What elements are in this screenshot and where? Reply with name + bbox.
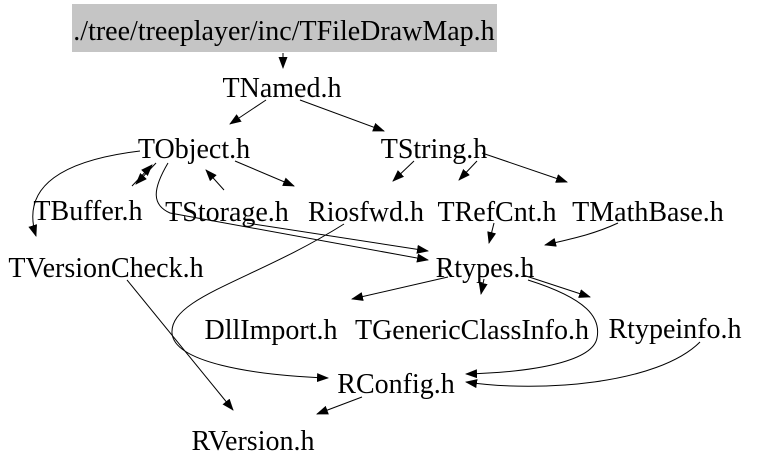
edge-TBuffer-TObject — [131, 164, 153, 187]
graph-node-TString[interactable]: TString.h — [381, 134, 488, 165]
edge-TStorage-TObject — [205, 169, 225, 191]
root-file-box — [72, 4, 497, 52]
edge-TNamed-TObject — [229, 99, 267, 125]
edge-TString-TRefCnt — [458, 160, 478, 181]
graph-node-TVersionCheck[interactable]: TVersionCheck.h — [8, 253, 203, 284]
graph-node-TRefCnt[interactable]: TRefCnt.h — [438, 197, 557, 228]
edge-TStorage-Rtypes — [246, 222, 429, 254]
edge-TObject-Riosfwd — [234, 160, 295, 187]
graph-node-TMathBase[interactable]: TMathBase.h — [572, 197, 724, 228]
graph-node-TStorage[interactable]: TStorage.h — [165, 197, 289, 228]
graph-node-Riosfwd[interactable]: Riosfwd.h — [308, 197, 424, 228]
graph-node-TObject[interactable]: TObject.h — [138, 134, 250, 165]
edges-layer — [28, 53, 701, 415]
edge-TString-Riosfwd — [392, 160, 415, 182]
edge-Rtypes-RConfig — [465, 279, 599, 379]
edge-TString-TMathBase — [481, 152, 568, 183]
edge-TObject-Rtypes — [155, 162, 429, 263]
root-file-label: ./tree/treeplayer/inc/TFileDrawMap.h — [73, 16, 494, 47]
edge-Rtypes-TGenericClassInfo — [478, 278, 488, 295]
graph-node-Rtypes[interactable]: Rtypes.h — [436, 253, 535, 284]
graph-node-RVersion[interactable]: RVersion.h — [192, 426, 315, 457]
graph-node-Rtypeinfo[interactable]: Rtypeinfo.h — [609, 314, 742, 345]
graph-node-DllImport[interactable]: DllImport.h — [205, 315, 338, 346]
edge-TObject-TBuffer — [135, 162, 157, 185]
edge-TMathBase-Rtypes — [544, 222, 619, 247]
graph-node-TBuffer[interactable]: TBuffer.h — [33, 196, 142, 227]
edge-RConfig-RVersion — [316, 396, 363, 415]
edge-TNamed-TString — [299, 99, 385, 132]
graph-node-TNamed[interactable]: TNamed.h — [223, 73, 342, 104]
edge-TRefCnt-Rtypes — [487, 222, 497, 244]
edge-Riosfwd-RConfig — [171, 223, 345, 383]
graph-node-RConfig[interactable]: RConfig.h — [337, 369, 454, 400]
edge-Rtypes-DllImport — [351, 276, 449, 301]
graph-node-TGenericClassInfo[interactable]: TGenericClassInfo.h — [355, 315, 589, 346]
edge-TObject-TVersionCheck — [28, 150, 141, 237]
edge-TVersionCheck-RVersion — [126, 279, 234, 411]
edge-Rtypeinfo-RConfig — [465, 341, 701, 389]
edge-Rtypes-Rtypeinfo — [522, 274, 591, 298]
